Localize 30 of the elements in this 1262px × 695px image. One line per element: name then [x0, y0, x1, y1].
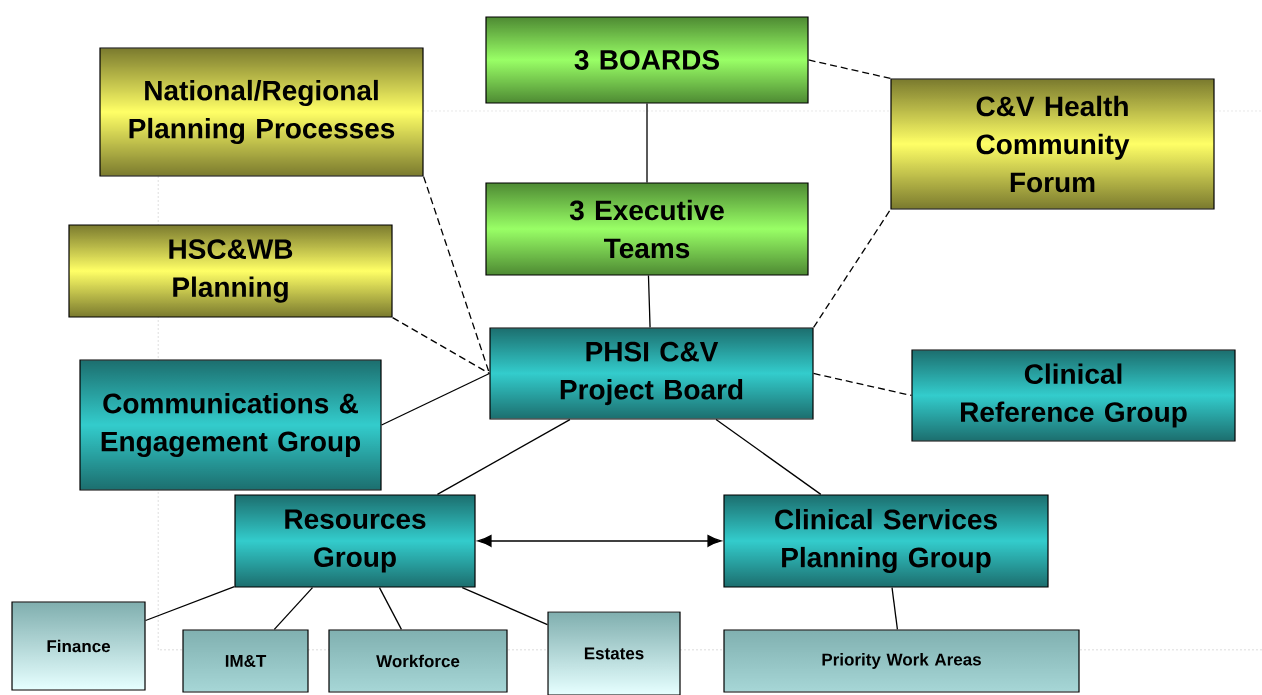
- box: Workforce: [328, 629, 508, 693]
- connector: [477, 535, 722, 547]
- box: PHSI C&V Project Board: [489, 327, 814, 420]
- box: C&V Health Community Forum: [890, 78, 1215, 210]
- box: HSC&WB Planning: [68, 224, 393, 318]
- box: Clinical Services Planning Group: [723, 494, 1049, 588]
- box: Clinical Reference Group: [911, 349, 1236, 442]
- connector: [436, 418, 571, 496]
- connector: [812, 372, 913, 397]
- box: Finance: [11, 601, 146, 691]
- connector: [807, 59, 892, 80]
- box: Estates: [547, 611, 681, 695]
- connector: [273, 586, 314, 631]
- box: 3 Executive Teams: [485, 182, 809, 276]
- connector: [646, 102, 648, 184]
- box: Resources Group: [234, 494, 476, 588]
- box: 3 BOARDS: [485, 16, 809, 104]
- connector: [380, 372, 491, 426]
- box: IM&T: [182, 629, 309, 693]
- connector: [715, 418, 822, 496]
- connector: [461, 586, 549, 626]
- connector: [391, 316, 491, 375]
- box: Priority Work Areas: [723, 629, 1080, 693]
- connector: [891, 586, 899, 631]
- connector: [647, 274, 651, 329]
- box: Communications & Engagement Group: [79, 359, 382, 491]
- connector: [144, 586, 236, 622]
- box: National/Regional Planning Processes: [99, 47, 424, 177]
- connector: [378, 586, 403, 631]
- connector: [812, 208, 892, 329]
